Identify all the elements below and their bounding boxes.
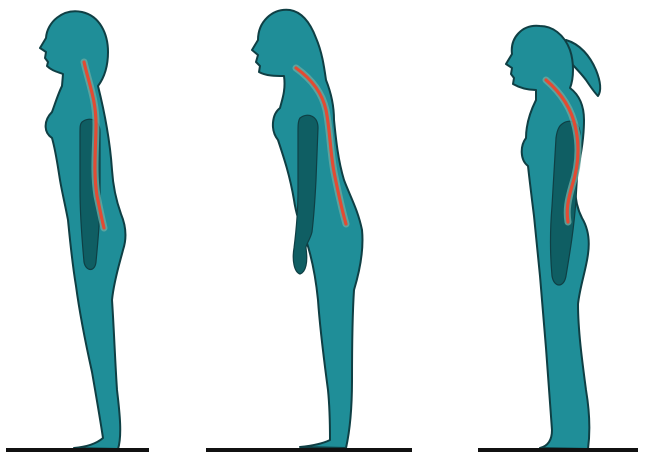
floor-line-middle	[206, 448, 412, 452]
floor-line-right	[478, 448, 638, 452]
figure-swayback-posture	[506, 26, 600, 449]
figure-slouched-posture	[252, 10, 363, 448]
figure-neutral-posture	[40, 11, 125, 449]
floor-line-left	[6, 448, 149, 452]
body-silhouette	[506, 26, 589, 449]
